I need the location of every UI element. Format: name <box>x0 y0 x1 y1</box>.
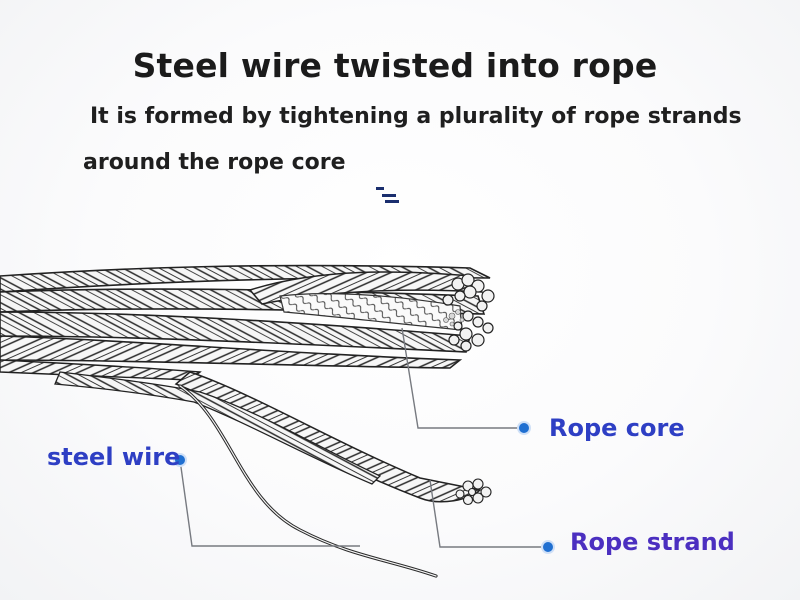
page-title: Steel wire twisted into rope <box>132 46 658 85</box>
rope-end-cross-section <box>442 273 495 352</box>
rope-core-leader-line <box>401 327 524 429</box>
rope-strand-label: Rope strand <box>570 528 735 556</box>
description-line-1: It is formed by tightening a plurality o… <box>90 104 742 129</box>
callout-dots <box>173 421 555 554</box>
strand-end-cross-section <box>455 478 492 506</box>
rope-strand-marker <box>541 540 555 554</box>
description-line-2: around the rope core <box>83 150 346 175</box>
core-fiber-end <box>443 309 465 327</box>
menu-lines-icon <box>376 187 399 203</box>
rope-core-marker <box>517 421 531 435</box>
steel-wire-strand <box>178 384 438 578</box>
separated-strand <box>54 371 482 503</box>
callout-lines <box>179 327 548 548</box>
rope-strand-leader-line <box>429 479 548 548</box>
steel-wire-label: steel wire <box>47 443 181 471</box>
steel-wire-marker <box>173 453 187 467</box>
steel-wire-leader-line <box>179 459 360 547</box>
rope-core-label: Rope core <box>549 414 685 442</box>
